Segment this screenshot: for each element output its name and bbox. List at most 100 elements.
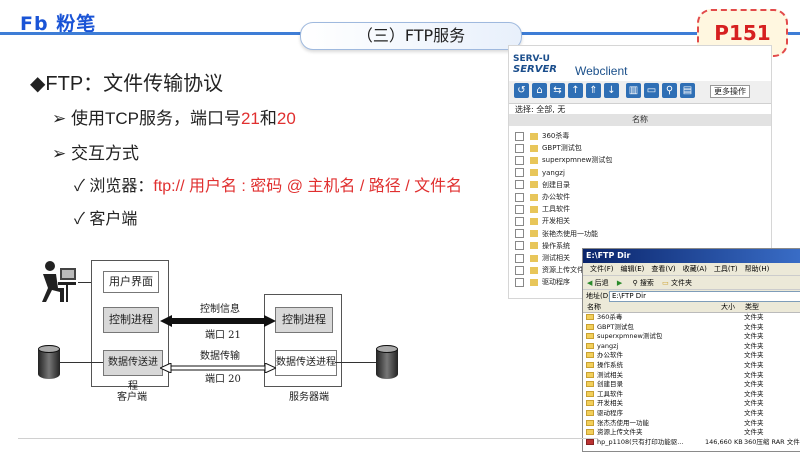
item-name: 开发相关 (542, 217, 570, 226)
checkbox[interactable] (515, 229, 524, 239)
folders-button[interactable]: 文件夹 (670, 279, 692, 287)
item-name: 测试相关 (542, 254, 570, 262)
port-20: 20 (276, 109, 296, 128)
back-button[interactable]: 后退 (594, 279, 609, 287)
webclient-list-item[interactable]: yangzj (515, 167, 565, 179)
webclient-list-item[interactable]: 开发相关 (515, 215, 570, 227)
table-row[interactable]: 操作系统文件夹 (586, 361, 800, 370)
checkbox[interactable] (515, 265, 524, 275)
folders-icon[interactable]: ▭ (662, 279, 669, 287)
archive-icon (586, 438, 594, 445)
back-icon[interactable]: ◀ (587, 279, 593, 287)
checkbox[interactable] (515, 143, 524, 153)
folder-icon (586, 390, 594, 397)
table-row[interactable]: 创建目录文件夹 (586, 380, 800, 389)
table-row[interactable]: GBPT测试包文件夹 (586, 323, 800, 332)
bullet-tcp: ➢ 使用TCP服务，端口号21和20 (52, 109, 296, 128)
folder-icon (586, 342, 594, 349)
checkbox[interactable] (515, 277, 524, 287)
item-name: 张艳杰使用一功能 (542, 229, 598, 238)
select-all-none[interactable]: 选择: 全部, 无 (515, 105, 566, 114)
webclient-list-item[interactable]: 360杀毒 (515, 130, 569, 142)
folder-icon (586, 371, 594, 378)
webclient-column-name[interactable]: 名称 (509, 114, 771, 126)
webclient-title: Webclient (575, 64, 628, 78)
server-label: 服务器端 (289, 392, 329, 403)
row-name: 资源上传文件夹 (597, 428, 643, 437)
folder-icon (586, 362, 594, 368)
menu-item[interactable]: 编辑(E) (620, 265, 645, 273)
row-type: 文件夹 (744, 361, 764, 369)
checkbox[interactable] (515, 180, 524, 190)
table-row[interactable]: 张杰杰使用一功能文件夹 (586, 419, 800, 428)
webclient-list-item[interactable]: 创建目录 (515, 179, 570, 191)
table-row[interactable]: 工具软件文件夹 (586, 390, 800, 399)
webclient-list-item[interactable]: 资源上传文件夹 (515, 264, 591, 276)
up-icon[interactable]: ↑ (568, 83, 583, 98)
address-field[interactable]: E:\FTP Dir (609, 291, 800, 302)
bullet-browser: ✓ 浏览器：ftp:// 用户名 : 密码 @ 主机名 / 路径 / 文件名 (74, 178, 463, 195)
table-row[interactable]: 测试相关文件夹 (586, 371, 800, 380)
folder-icon (530, 230, 538, 238)
col-type[interactable]: 类型 (745, 303, 759, 311)
webclient-list-item[interactable]: 驱动程序 (515, 276, 570, 288)
col-size[interactable]: 大小 (721, 303, 735, 311)
checkbox[interactable] (515, 131, 524, 141)
menu-item[interactable]: 查看(V) (651, 265, 676, 273)
port-21: 21 (240, 109, 260, 128)
table-row[interactable]: 驱动程序文件夹 (586, 409, 800, 418)
checkbox[interactable] (515, 204, 524, 214)
webclient-list-item[interactable]: 张艳杰使用一功能 (515, 228, 598, 240)
client-storage-icon (38, 345, 60, 379)
folder-icon[interactable]: ▭ (644, 83, 659, 98)
table-row[interactable]: superxpmnew测试包文件夹 (586, 332, 800, 341)
bullet-ftp-text: FTP：文件传输协议 (45, 73, 224, 95)
table-row[interactable]: 360杀毒文件夹 (586, 313, 800, 322)
row-name: yangzj (597, 341, 619, 350)
more-actions-button[interactable]: 更多操作 (710, 85, 750, 98)
delete-icon[interactable]: ▥ (626, 83, 641, 98)
webclient-list-item[interactable]: 测试相关 (515, 252, 570, 264)
folder-icon (586, 429, 594, 436)
webclient-list-item[interactable]: GBPT测试包 (515, 142, 582, 154)
table-row[interactable]: 资源上传文件夹文件夹 (586, 428, 800, 437)
folder-icon (586, 419, 594, 426)
data-transfer-label: 数据传输 (200, 351, 240, 362)
download-icon[interactable]: ↓ (604, 83, 619, 98)
search-button[interactable]: 搜索 (639, 279, 654, 287)
table-row[interactable]: 开发相关文件夹 (586, 399, 800, 408)
folder-icon (530, 144, 538, 152)
search-icon[interactable]: ⚲ (662, 83, 677, 98)
checkbox[interactable] (515, 253, 524, 263)
checkbox[interactable] (515, 168, 524, 178)
upload-icon[interactable]: ⇑ (586, 83, 601, 98)
menu-item[interactable]: 文件(F) (590, 265, 614, 273)
menu-item[interactable]: 工具(T) (713, 265, 738, 273)
webclient-list-item[interactable]: 工具软件 (515, 203, 570, 215)
webclient-list-item[interactable]: 办公软件 (515, 191, 570, 203)
checkbox[interactable] (515, 241, 524, 251)
view-icon[interactable]: ▤ (680, 83, 695, 98)
menu-item[interactable]: 收藏(A) (682, 265, 707, 273)
home-icon[interactable]: ⌂ (532, 83, 547, 98)
webclient-list-item[interactable]: 操作系统 (515, 240, 570, 252)
menu-item[interactable]: 帮助(H) (744, 265, 770, 273)
checkbox[interactable] (515, 192, 524, 202)
refresh-icon[interactable]: ↺ (514, 83, 529, 98)
item-name: 工具软件 (542, 205, 570, 214)
row-type: 文件夹 (744, 322, 764, 331)
checkbox[interactable] (515, 216, 524, 226)
checkbox[interactable] (515, 155, 524, 165)
row-type: 360压缩 RAR 文件 (744, 437, 800, 446)
sync-icon[interactable]: ⇆ (550, 83, 565, 98)
folder-icon (586, 381, 594, 388)
table-row[interactable]: 办公软件文件夹 (586, 351, 800, 360)
forward-icon[interactable]: ▶ (616, 279, 623, 287)
webclient-list-item[interactable]: superxpmnew测试包 (515, 154, 612, 166)
col-name[interactable]: 名称 (587, 303, 601, 311)
search-tool-icon[interactable]: ⚲ (632, 279, 638, 287)
folder-icon (586, 323, 594, 330)
